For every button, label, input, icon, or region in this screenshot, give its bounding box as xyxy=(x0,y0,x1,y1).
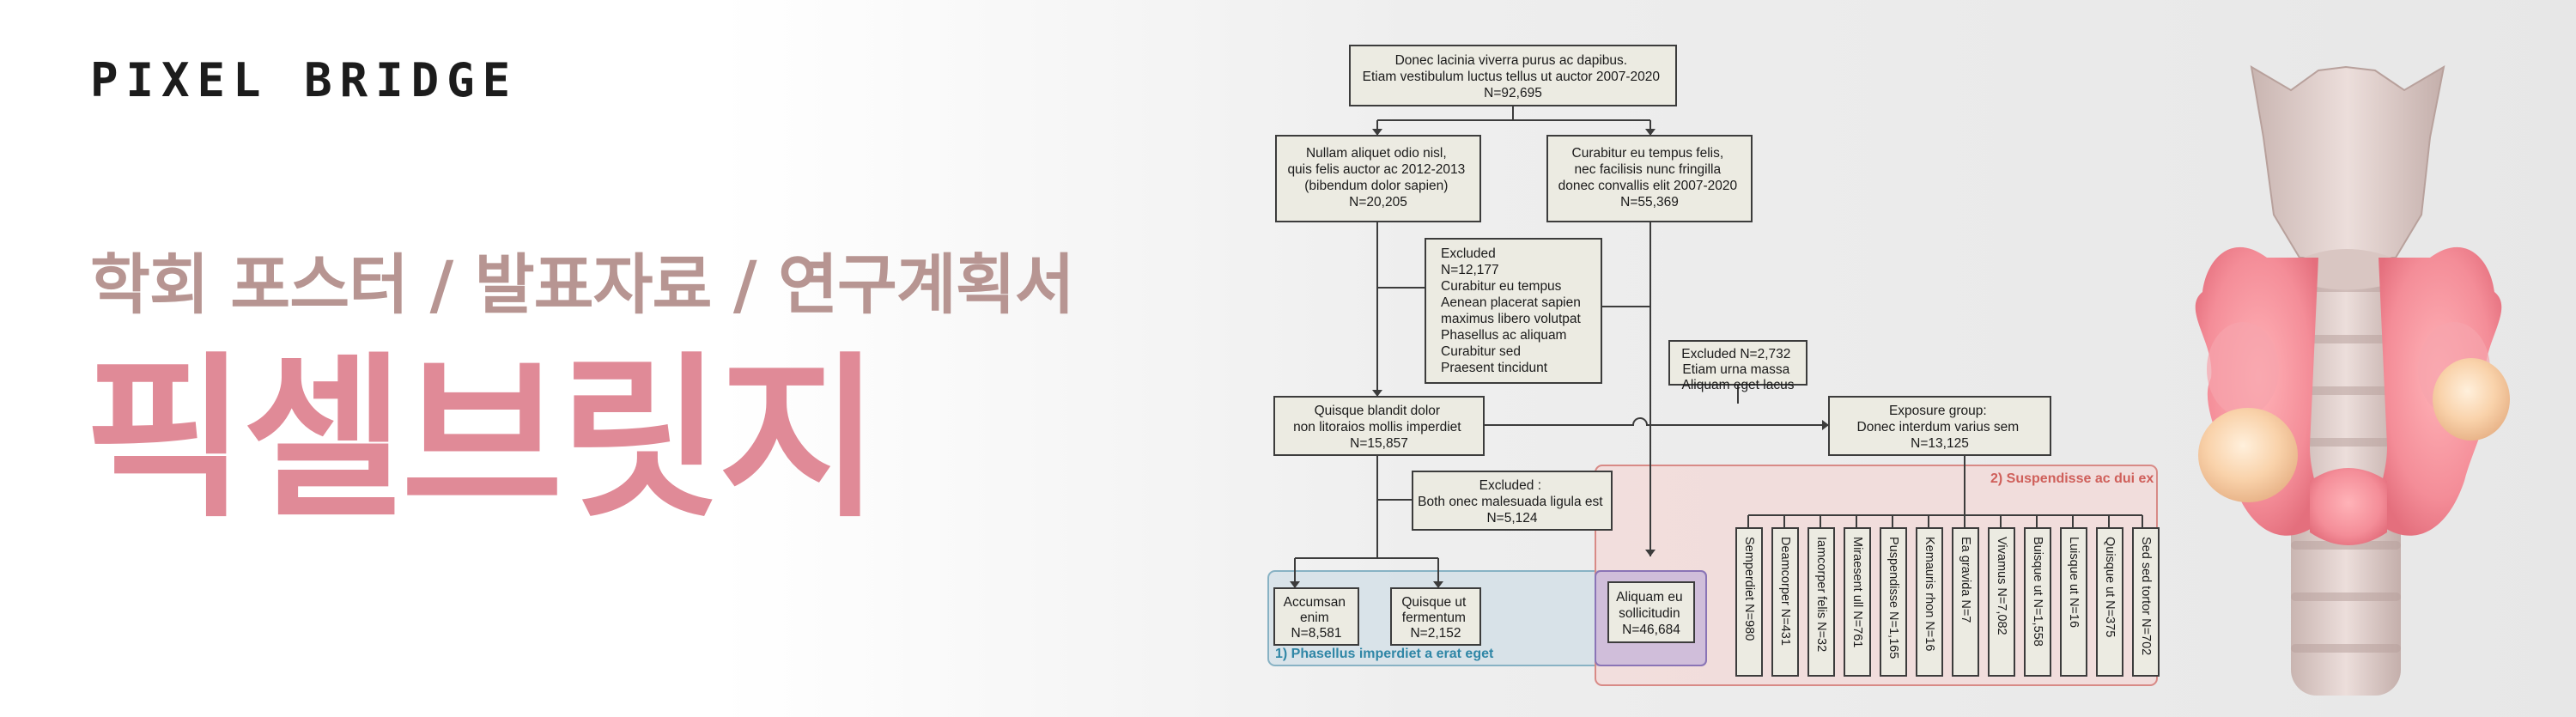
svg-text:Excluded : Both onec males: Excluded : Both onec malesuada ligula es… xyxy=(1418,478,1607,526)
subgroup-label: Luisque ut N=16 xyxy=(2067,537,2081,628)
group2-label: 2) Suspendisse ac dui ex xyxy=(1990,471,2154,486)
logo: PIXEL BRIDGE xyxy=(90,53,519,107)
box-leaf-c xyxy=(1607,581,1695,643)
subgroup-label: Miraesent ull N=761 xyxy=(1850,537,1864,647)
subgroup-box xyxy=(2132,527,2160,677)
svg-text:Quisque ut fermentum N: Quisque ut fermentum N=2,152 xyxy=(1401,595,1469,641)
box-excluded-1 xyxy=(1425,238,1602,384)
box-leaf-a xyxy=(1273,587,1359,646)
box-cohort-left xyxy=(1275,135,1481,222)
subgroup-label: Deamcorper N=431 xyxy=(1778,537,1792,646)
subgroup-box xyxy=(1844,527,1871,677)
svg-text:Quisque blandit dolor non: Quisque blandit dolor non litoraios moll… xyxy=(1293,404,1465,451)
box-total-line2: Etiam vestibulum luctus tellus ut auctor… xyxy=(1363,70,1661,84)
svg-text:Nullam aliquet odio nisl,: Nullam aliquet odio nisl, quis felis auc… xyxy=(1287,146,1468,210)
svg-text:Curabitur eu tempus felis,: Curabitur eu tempus felis, nec facilisis… xyxy=(1558,146,1741,210)
subgroup-label: Puspendisse N=1,165 xyxy=(1886,537,1900,659)
thyroid-nodules xyxy=(2198,358,2510,502)
subgroup-box xyxy=(1952,527,1979,677)
group1-label: 1) Phasellus imperdiet a erat eget xyxy=(1275,647,1494,661)
subgroup-label: Iamcorper felis N=32 xyxy=(1814,537,1828,652)
subgroup-label: Sed sed tortor N=702 xyxy=(2139,537,2153,655)
subgroup-label: Ea gravida N=7 xyxy=(1959,537,1972,623)
box-exposure-group xyxy=(1828,396,2051,456)
box-cohort-right xyxy=(1546,135,1753,222)
brand-title: 픽셀브릿지 xyxy=(84,337,880,542)
subgroup-box xyxy=(1880,527,1907,677)
box-total-line1: Donec lacinia viverra purus ac dapibus. xyxy=(1395,53,1628,68)
subgroup-box xyxy=(2024,527,2051,677)
svg-text:Excluded N=2,732 Etiam ur: Excluded N=2,732 Etiam urna massa Aliqua… xyxy=(1681,347,1794,392)
svg-text:Exposure group: Donec inte: Exposure group: Donec interdum varius se… xyxy=(1857,404,2023,451)
subgroup-boxes: Semperdiet N=980 Deamcorper N=431 Iamcorpe… xyxy=(1735,527,2160,677)
box-total-population xyxy=(1349,45,1677,106)
subtitle: 학회 포스터 / 발표자료 / 연구계획서 xyxy=(90,246,1075,323)
subgroup-box xyxy=(1771,527,1799,677)
subgroup-label: Buisque ut N=1,558 xyxy=(2031,537,2044,647)
connector-lines xyxy=(1290,106,2143,588)
subgroup-label: Quisque ut N=375 xyxy=(2103,537,2117,637)
box-excluded-3 xyxy=(1412,471,1613,531)
svg-text:Excluded N=12,177 Cura: Excluded N=12,177 Curabitur eu tempus Ae… xyxy=(1441,246,1584,375)
box-leaf-b xyxy=(1390,587,1481,646)
box-total-line3: N=92,695 xyxy=(1484,86,1542,100)
thyroid-cartilage xyxy=(2250,65,2445,258)
subgroup-label: Kemauris rhon N=16 xyxy=(1923,537,1936,651)
subgroup-box xyxy=(2096,527,2123,677)
svg-text:Accumsan enim N=8,581: Accumsan enim N=8,581 xyxy=(1284,595,1350,641)
subgroup-box xyxy=(1916,527,1943,677)
box-excluded-2 xyxy=(1668,340,1807,386)
subgroup-label: Semperdiet N=980 xyxy=(1742,537,1756,641)
svg-text:Donec lacinia viverra purus ac: Donec lacinia viverra purus ac dapibus. … xyxy=(1363,53,1664,100)
subgroup-label: Vivamus N=7,082 xyxy=(1995,537,2008,635)
box-subcohort-left xyxy=(1273,396,1485,456)
subgroup-box xyxy=(2060,527,2087,677)
subgroup-box xyxy=(1988,527,2015,677)
subgroup-box xyxy=(1735,527,1763,677)
svg-text:Aliquam eu sollicitudin: Aliquam eu sollicitudin N=46,684 xyxy=(1616,590,1686,637)
subgroup-box xyxy=(1807,527,1835,677)
